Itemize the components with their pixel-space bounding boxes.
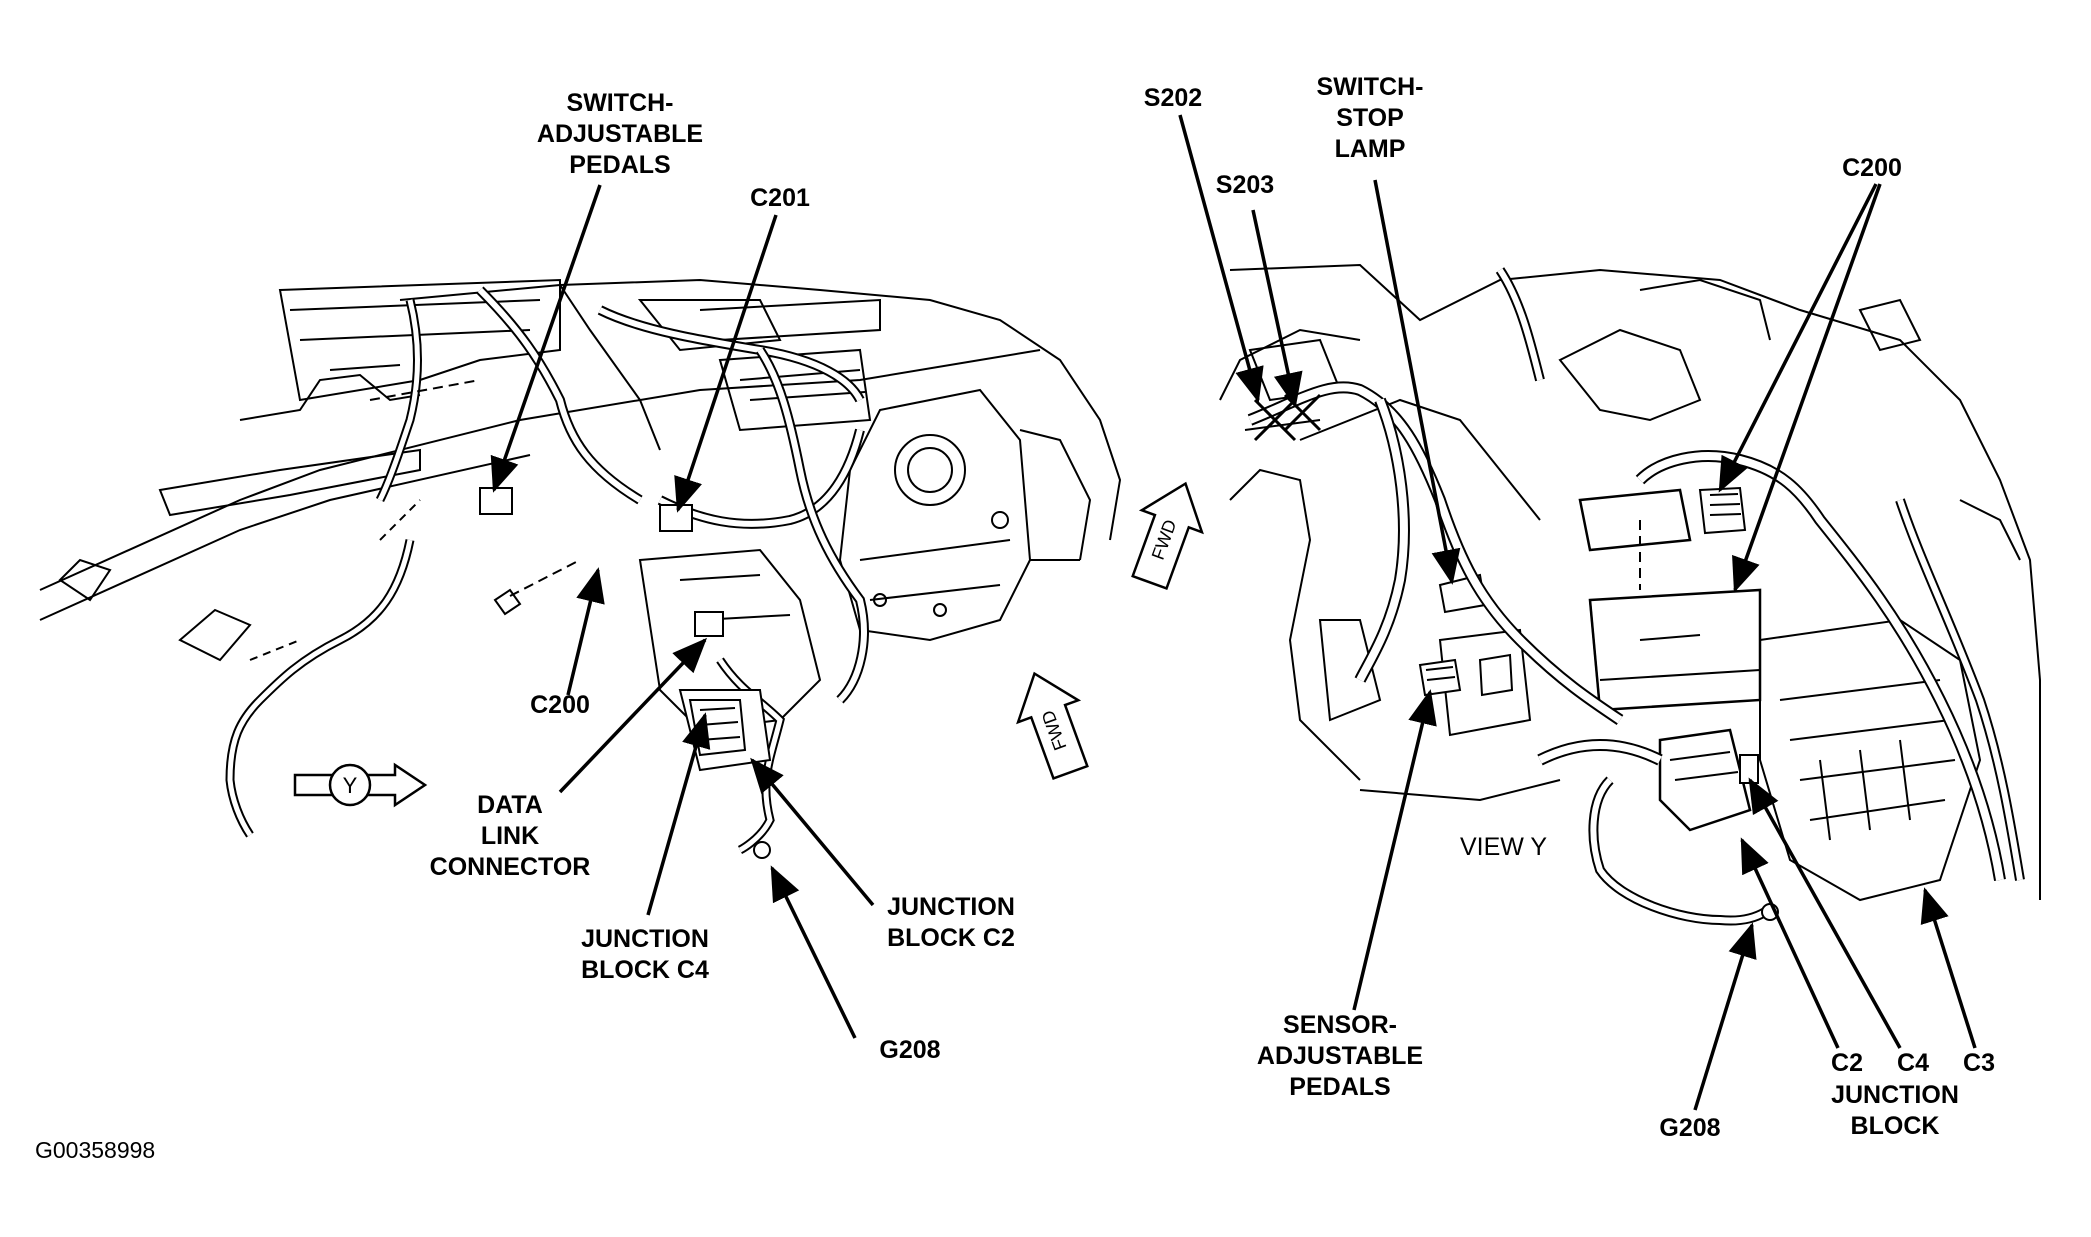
label-switch-stop-lamp: SWITCH- STOP LAMP: [1316, 73, 1424, 163]
view-marker-label: Y: [343, 773, 358, 798]
label-switch-adjustable-pedals: SWITCH- ADJUSTABLE PEDALS: [536, 89, 704, 179]
label-junction-block-c2-left: JUNCTION BLOCK C2: [887, 893, 1015, 952]
label-s203: S203: [1215, 171, 1275, 199]
label-data-link-connector: DATA LINK CONNECTOR: [429, 791, 591, 881]
figure-id: G00358998: [35, 1137, 156, 1163]
view-y-arrow: Y: [293, 762, 428, 808]
label-c2-right: C2: [1831, 1049, 1863, 1077]
right-view-artwork: [1219, 263, 2041, 926]
label-s202: S202: [1143, 84, 1203, 112]
label-c200-right: C200: [1842, 154, 1902, 182]
leader-arrows: [490, 114, 1977, 1111]
label-c200-left: C200: [530, 691, 590, 719]
label-c4-right: C4: [1897, 1049, 1929, 1077]
label-c201-left: C201: [750, 184, 810, 212]
label-sensor-adjustable-pedals: SENSOR- ADJUSTABLE PEDALS: [1256, 1011, 1424, 1101]
label-g208-left: G208: [879, 1036, 941, 1064]
fwd-arrow-right: FWD: [1131, 481, 1204, 591]
label-junction-block-c4-left: JUNCTION BLOCK C4: [581, 925, 709, 984]
fwd-arrow-left: FWD: [1016, 671, 1089, 781]
label-view-y: VIEW Y: [1460, 833, 1548, 861]
label-c3-right: C3: [1963, 1049, 1995, 1077]
label-junction-block-right: JUNCTION BLOCK: [1831, 1081, 1959, 1140]
left-view-artwork: [39, 278, 1122, 859]
label-g208-right: G208: [1659, 1114, 1721, 1142]
